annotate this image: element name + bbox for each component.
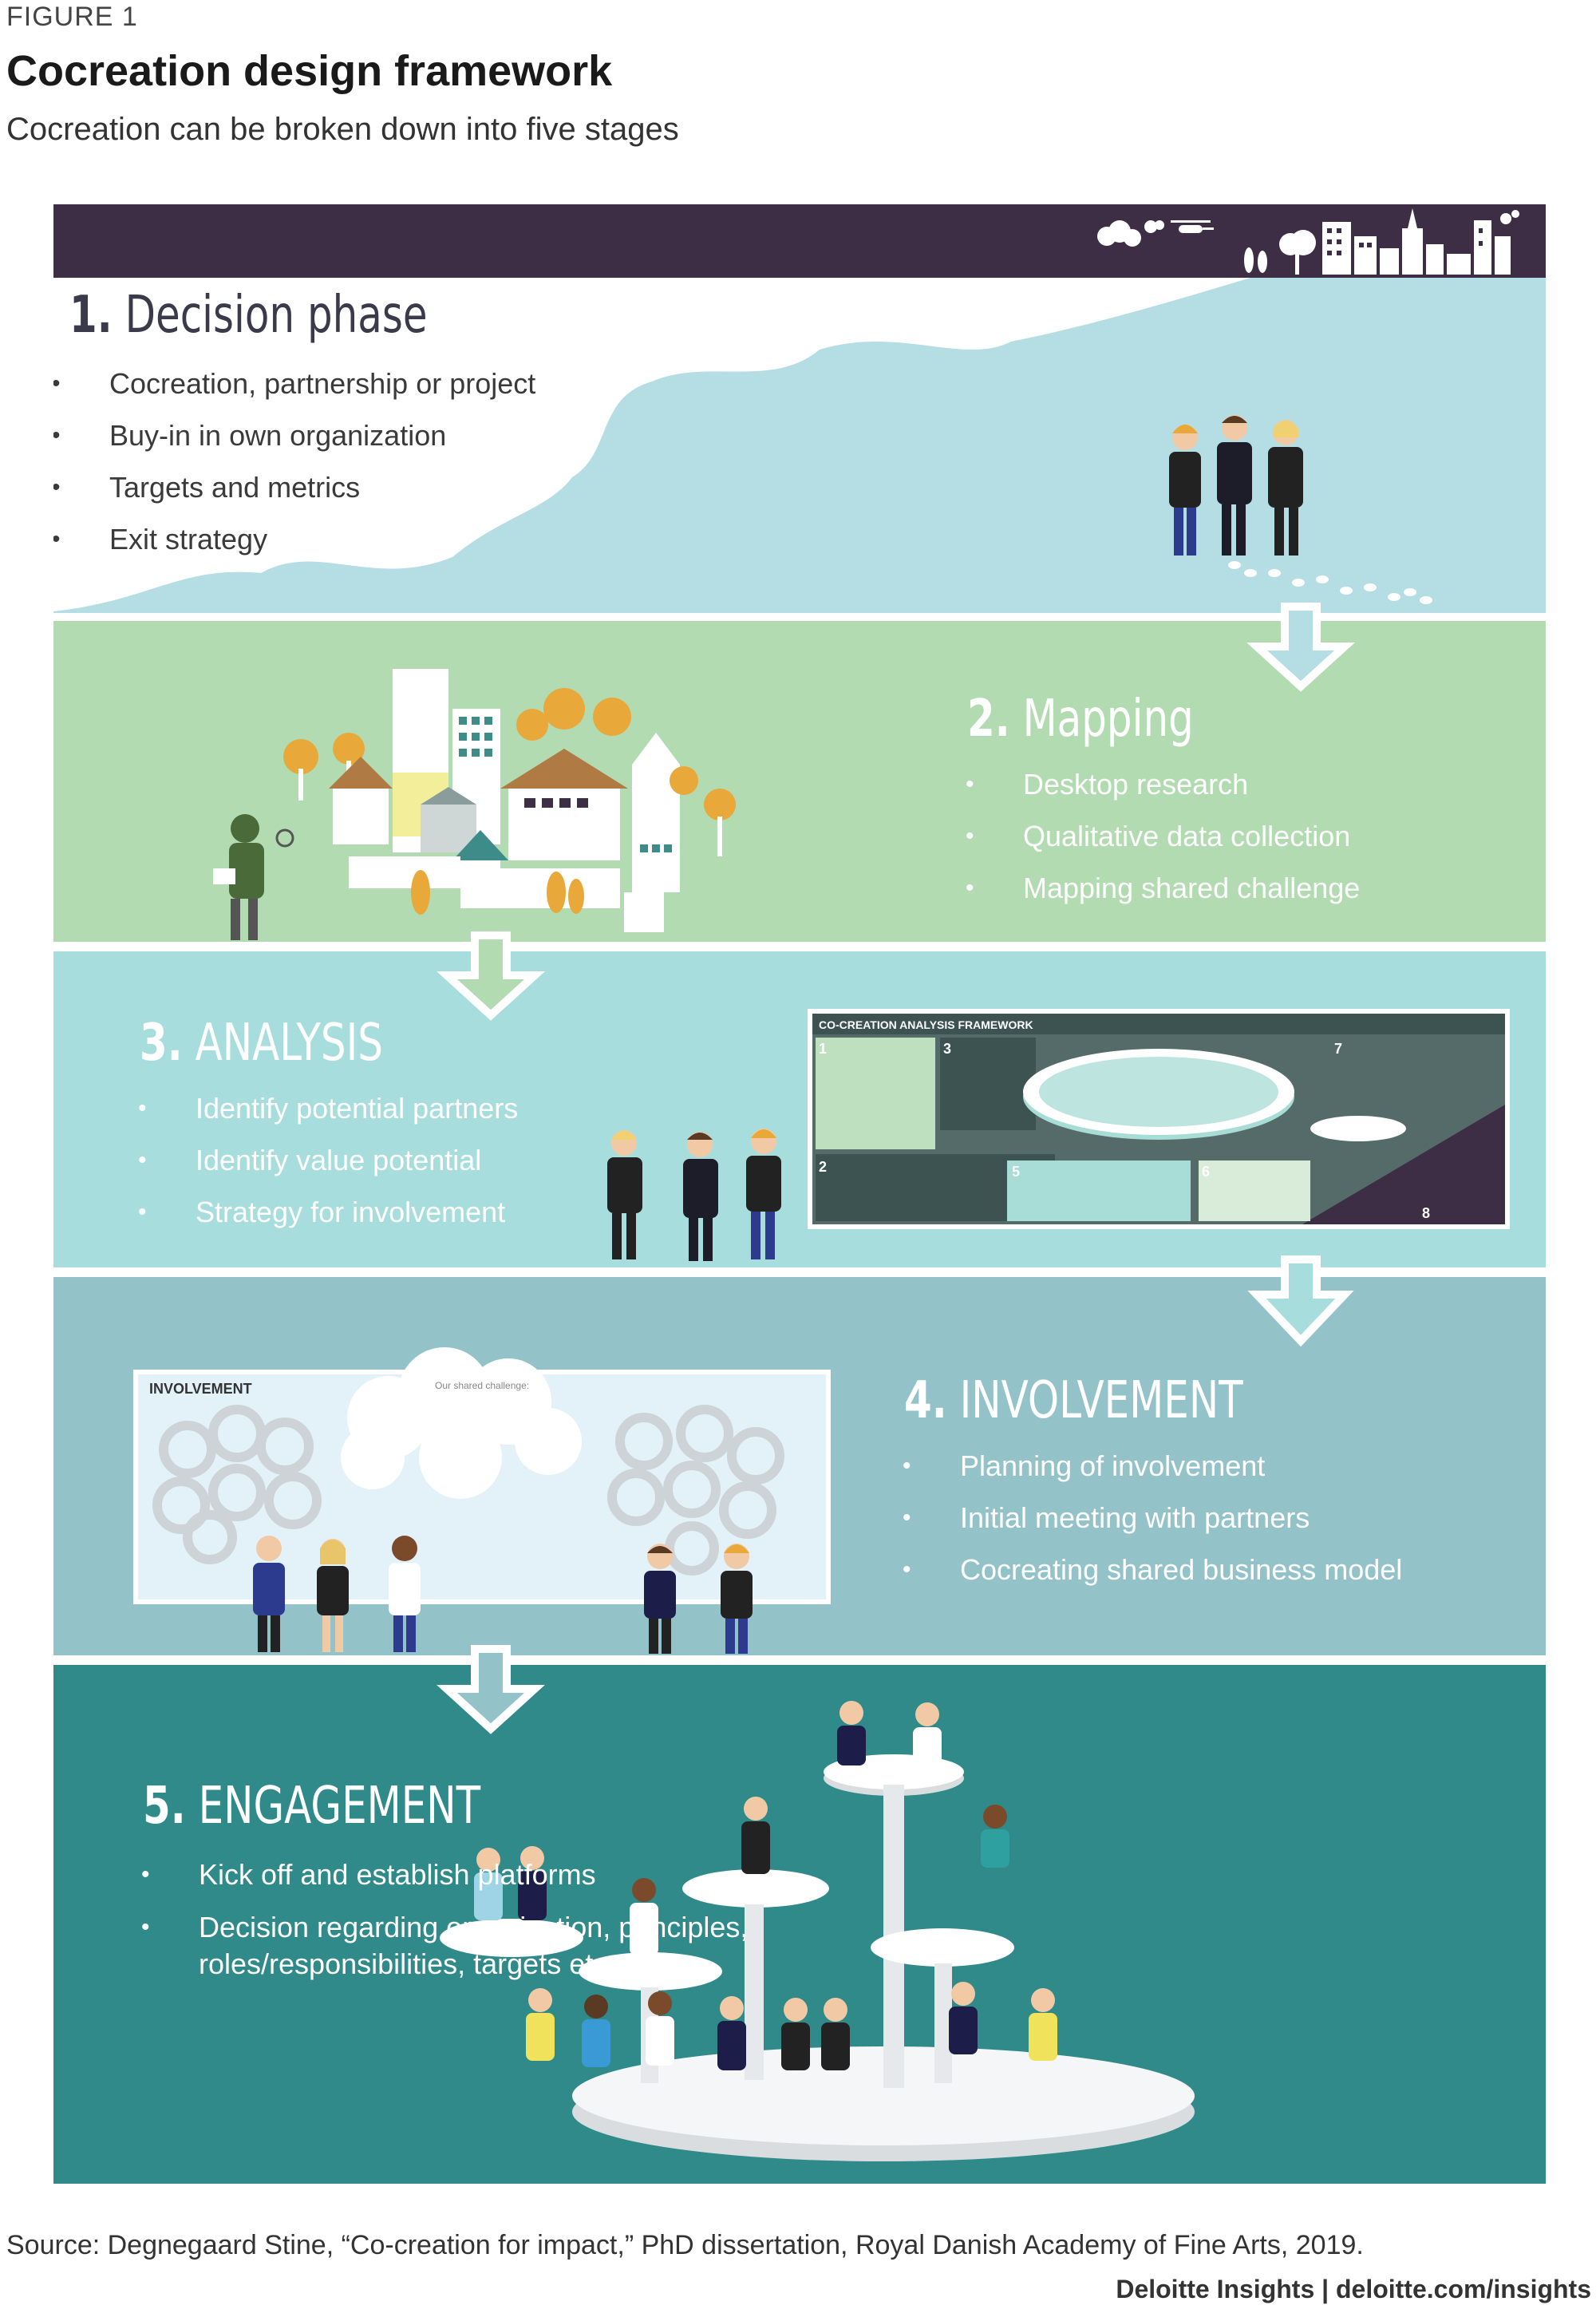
list-item: Initial meeting with partners (888, 1492, 1402, 1544)
list-item: Cocreation, partnership or project (53, 358, 535, 409)
svg-text:8: 8 (1422, 1205, 1430, 1221)
town-icon (283, 669, 736, 932)
list-item: Decision regarding organization, princip… (127, 1909, 749, 1983)
list-item: Cocreating shared business model (888, 1544, 1402, 1595)
list-item: Kick off and establish platforms (127, 1856, 749, 1893)
involvement-illustration: INVOLVEMENT Our shared challenge: (133, 1347, 831, 1654)
list-item: Identify value potential (124, 1134, 518, 1186)
source-note: Source: Degnegaard Stine, “Co-creation f… (6, 2230, 1364, 2260)
phase-4-title: 4. INVOLVEMENT (904, 1371, 1243, 1430)
people-icon (607, 1129, 781, 1261)
svg-text:3: 3 (943, 1041, 951, 1057)
skyline-icon (1097, 208, 1519, 275)
analysis-board: CO-CREATION ANALYSIS FRAMEWORK 1 2 3 5 6… (808, 1009, 1510, 1229)
phase-5-title: 5. ENGAGEMENT (143, 1777, 481, 1836)
page-title: Cocreation design framework (6, 47, 613, 95)
list-item: Qualitative data collection (951, 810, 1360, 862)
phase-5-bullets: Kick off and establish platforms Decisio… (127, 1856, 749, 1999)
list-item: Targets and metrics (53, 461, 535, 513)
phase-3-title: 3. ANALYSIS (140, 1014, 383, 1073)
phase-engagement: 5. ENGAGEMENT Kick off and establish pla… (53, 1665, 1546, 2184)
city-illustration (213, 669, 736, 940)
phase-2-title: 2. Mapping (967, 690, 1194, 749)
phase-3-bullets: Identify potential partners Identify val… (124, 1082, 518, 1238)
svg-text:7: 7 (1334, 1041, 1342, 1057)
list-item: Planning of involvement (888, 1440, 1402, 1492)
analysis-board-title: CO-CREATION ANALYSIS FRAMEWORK (819, 1018, 1033, 1031)
phase-involvement: INVOLVEMENT Our shared challenge: (53, 1277, 1546, 1655)
phase-2-bullets: Desktop research Qualitative data collec… (951, 758, 1360, 914)
list-item: Buy-in in own organization (53, 409, 535, 461)
people-icon (1169, 415, 1303, 556)
cloud-shape (341, 1347, 582, 1499)
svg-text:2: 2 (819, 1159, 827, 1175)
phase-analysis: CO-CREATION ANALYSIS FRAMEWORK 1 2 3 5 6… (53, 951, 1546, 1267)
involvement-board-title: INVOLVEMENT (149, 1381, 252, 1397)
svg-text:6: 6 (1202, 1164, 1210, 1180)
list-item: Identify potential partners (124, 1082, 518, 1134)
svg-text:1: 1 (819, 1041, 827, 1057)
phase-1-title: 1. Decision phase (69, 286, 428, 345)
phase-decision: 1. Decision phase Cocreation, partnershi… (53, 278, 1546, 613)
cloud-label: Our shared challenge: (435, 1380, 529, 1391)
people-icon (253, 1536, 753, 1654)
list-item: Exit strategy (53, 513, 535, 565)
involvement-board: INVOLVEMENT Our shared challenge: (133, 1347, 831, 1604)
list-item: Mapping shared challenge (951, 862, 1360, 914)
list-item: Strategy for involvement (124, 1186, 518, 1238)
analysis-illustration: CO-CREATION ANALYSIS FRAMEWORK 1 2 3 5 6… (607, 1009, 1510, 1261)
phase-mapping: 2. Mapping Desktop research Qualitative … (53, 621, 1546, 942)
skyline-band (53, 204, 1546, 278)
svg-text:5: 5 (1012, 1164, 1020, 1180)
figure-label: FIGURE 1 (6, 2, 138, 32)
phase-4-bullets: Planning of involvement Initial meeting … (888, 1440, 1402, 1595)
page-subtitle: Cocreation can be broken down into five … (6, 112, 679, 147)
list-item: Desktop research (951, 758, 1360, 810)
brand-credit: Deloitte Insights | deloitte.com/insight… (1116, 2275, 1591, 2303)
detective-icon (213, 814, 294, 940)
phase-1-bullets: Cocreation, partnership or project Buy-i… (53, 358, 535, 565)
